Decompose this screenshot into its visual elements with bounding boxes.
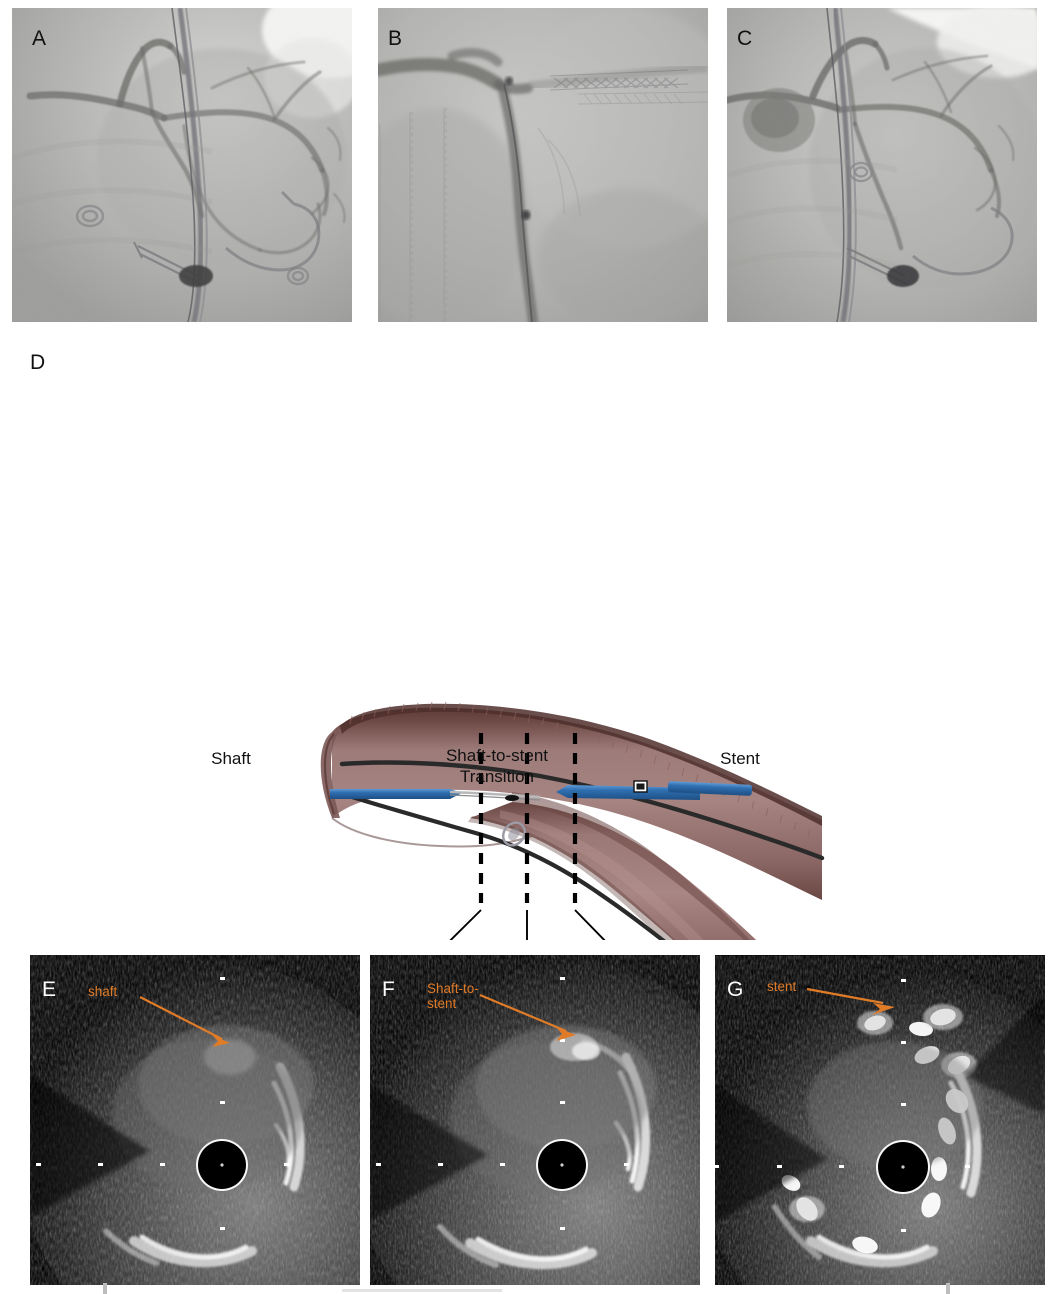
layout-guide-tick-right xyxy=(946,1283,950,1294)
panel-e-ivus xyxy=(30,955,360,1285)
layout-guide-tick-left xyxy=(103,1283,107,1294)
panel-g-ivus xyxy=(715,955,1045,1285)
panel-a-angiogram xyxy=(12,8,352,322)
panel-d-illustration xyxy=(0,340,1050,940)
panel-f-ivus xyxy=(370,955,700,1285)
panel-b-angiogram xyxy=(378,8,708,322)
layout-guide-bar-center xyxy=(342,1289,502,1292)
section-arrow-group xyxy=(449,909,606,940)
section-line-group xyxy=(478,733,578,903)
panel-c-angiogram xyxy=(727,8,1037,322)
